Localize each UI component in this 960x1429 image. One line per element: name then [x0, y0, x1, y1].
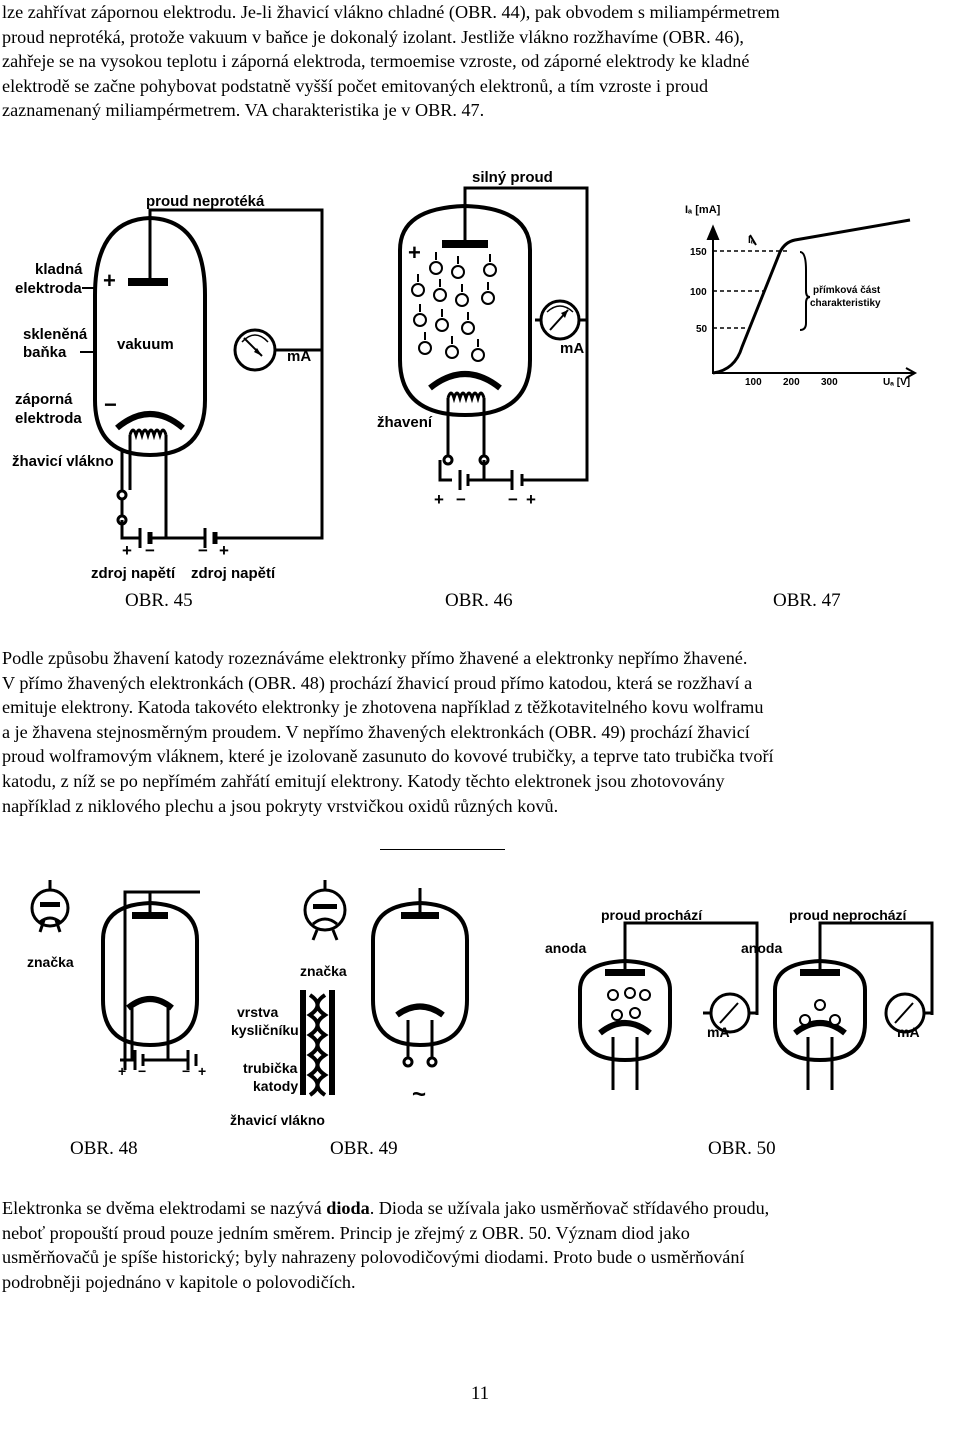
minus-sign: −: [182, 1063, 190, 1079]
label-znacka: značka: [27, 954, 74, 970]
text-line: zaznamenaný miliampérmetrem. VA charakte…: [2, 100, 485, 121]
label-sklenena: skleněná: [23, 326, 88, 343]
label-zdroj-napeti-1: zdroj napětí: [91, 565, 176, 582]
minus-sign: −: [198, 541, 208, 560]
text-line: a je žhavena stejnosměrným proudem. V ne…: [2, 721, 750, 742]
label-znacka: značka: [300, 963, 347, 979]
text-line: proud wolframovým vláknem, které je izol…: [2, 746, 774, 767]
text-line: lze zahřívat zápornou elektrodu. Je-li ž…: [2, 2, 780, 22]
tick-x100: 100: [745, 377, 762, 388]
plus-sign: +: [198, 1063, 206, 1079]
label-ma: mA: [560, 340, 584, 357]
caption-obr-45: OBR. 45: [125, 590, 193, 611]
caption-obr-47: OBR. 47: [773, 590, 841, 611]
caption-obr-49: OBR. 49: [330, 1138, 398, 1159]
label-zaporna: záporná: [15, 391, 73, 408]
horizontal-rule: [380, 849, 505, 850]
plus-sign: +: [118, 1063, 126, 1079]
paragraph-dioda: Elektronka se dvěma elektrodami se nazýv…: [2, 1196, 958, 1294]
label-proud-neproteka: proud neprotéká: [146, 193, 265, 210]
page-number: 11: [470, 1383, 490, 1404]
text-line: Podle způsobu žhavení katody rozeznáváme…: [2, 648, 748, 668]
tick-x200: 200: [783, 377, 800, 388]
text-line: Elektronka se dvěma elektrodami se nazýv…: [2, 1198, 770, 1218]
label-kladna: kladná: [35, 261, 83, 278]
plus-sign: +: [434, 490, 444, 509]
curve-label-ia: Iₐ: [748, 235, 755, 246]
figure-50-diagram: proud prochází proud neprochází anoda an…: [545, 907, 934, 1090]
label-ma-2: mA: [897, 1024, 920, 1040]
label-zdroj-napeti-2: zdroj napětí: [191, 565, 276, 582]
caption-obr-48: OBR. 48: [70, 1138, 138, 1159]
text-line: emituje elektrony. Katoda takovéto elekt…: [2, 697, 764, 718]
label-vrstva: vrstva: [237, 1004, 278, 1020]
label-trubicka: trubička: [243, 1060, 298, 1076]
plus-sign: +: [408, 240, 421, 265]
label-proud-neprochazi: proud neprochází: [789, 907, 908, 923]
figure-49-diagram: značka vrstva kysličníku trubička katody…: [230, 880, 469, 1128]
minus-sign: −: [456, 490, 466, 509]
text-line: podrobněji pojednáno v kapitole o polovo…: [2, 1271, 356, 1292]
label-kyslicniku: kysličníku: [231, 1022, 299, 1038]
paragraph-cathode-heating: Podle způsobu žhavení katody rozeznáváme…: [2, 646, 958, 818]
figure-46-diagram: + silný proud mA žhavení + − − +: [377, 169, 589, 509]
plus-sign: +: [122, 541, 132, 560]
label-zhavici-vlakno: žhavicí vlákno: [12, 453, 114, 470]
text-line: například z niklového plechu a jsou pokr…: [2, 795, 559, 816]
plus-sign: +: [526, 490, 536, 509]
paragraph-intro: lze zahřívat zápornou elektrodu. Je-li ž…: [2, 0, 958, 123]
label-elektroda2: elektroda: [15, 410, 82, 427]
text-line: elektrodě se začne pohybovat podstatně v…: [2, 75, 709, 96]
label-silny-proud: silný proud: [472, 169, 553, 186]
minus-sign: −: [138, 1063, 146, 1079]
tick-50: 50: [696, 324, 708, 335]
label-vakuum: vakuum: [117, 336, 174, 353]
text-line: neboť propouští proud pouze jedním směre…: [2, 1222, 690, 1243]
label-katody: katody: [253, 1078, 298, 1094]
minus-sign: −: [145, 541, 155, 560]
label-anoda-2: anoda: [741, 940, 782, 956]
label-charakteristiky: charakteristiky: [810, 298, 881, 309]
caption-obr-50: OBR. 50: [708, 1138, 776, 1159]
figure-45-diagram: + − proud neprotéká kladná elektroda skl…: [12, 193, 324, 582]
text-line: proud neprotéká, protože vakuum v baňce …: [2, 26, 744, 47]
label-zhavici-vlakno: žhavicí vlákno: [230, 1112, 325, 1128]
label-elektroda: elektroda: [15, 280, 82, 297]
figure-48-diagram: značka + − − +: [27, 880, 206, 1079]
label-banka: baňka: [23, 344, 67, 361]
label-proud-prochazi: proud prochází: [601, 907, 703, 923]
label-primkova: přímková část: [813, 285, 881, 296]
label-ma-1: mA: [707, 1024, 730, 1040]
label-zhaveni: žhavení: [377, 414, 433, 431]
figure-47-graph: Iₐ [mA] Iₐ 150 100 50 100 200 300 Uₐ [V]…: [685, 204, 918, 388]
ac-symbol: ~: [412, 1081, 426, 1108]
axis-label-ua: Uₐ [V]: [883, 377, 910, 388]
text-line: V přímo žhavených elektronkách (OBR. 48)…: [2, 672, 753, 693]
tick-150: 150: [690, 247, 707, 258]
tick-x300: 300: [821, 377, 838, 388]
text-line: zahřeje se na vysokou teplotu i záporná …: [2, 51, 750, 72]
plus-sign: +: [103, 268, 116, 293]
tick-100: 100: [690, 287, 707, 298]
text-line: usměrňovačů je spíše historický; byly na…: [2, 1247, 745, 1268]
label-ma: mA: [287, 348, 311, 365]
caption-obr-46: OBR. 46: [445, 590, 513, 611]
axis-label-ia: Iₐ [mA]: [685, 204, 721, 216]
minus-sign: −: [508, 490, 518, 509]
text-line: katodu, z níž se po nepřímém zahřátí emi…: [2, 770, 725, 791]
plus-sign: +: [219, 541, 229, 560]
label-anoda-1: anoda: [545, 940, 586, 956]
minus-sign: −: [104, 392, 117, 417]
